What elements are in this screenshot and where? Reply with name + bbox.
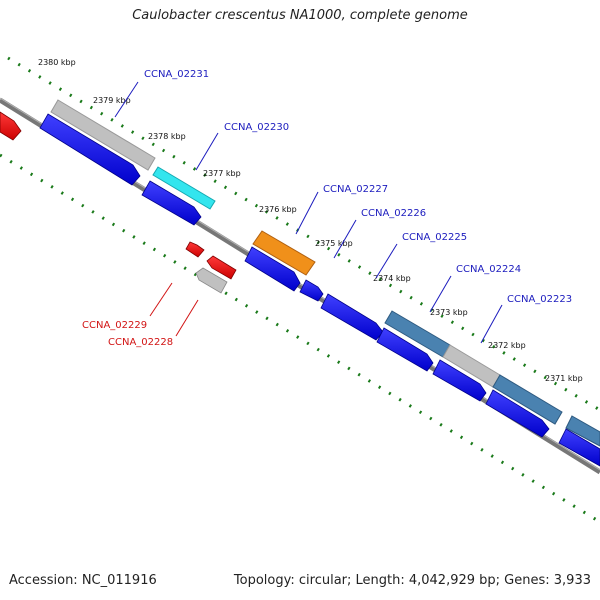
genome-summary-text: Topology: circular; Length: 4,042,929 bp…	[233, 573, 591, 588]
reverse-cds-track	[0, 111, 237, 294]
cds-arrow-02229	[185, 241, 205, 258]
leader-02229	[149, 282, 173, 317]
gene-labels: CCNA_02231 CCNA_02230 CCNA_02227 CCNA_02…	[82, 69, 572, 348]
cds-arrow-02226	[299, 279, 324, 302]
tick-label: 2374 kbp	[373, 274, 411, 283]
cds-arrow-02224b	[432, 359, 487, 402]
gene-label-02224: CCNA_02224	[456, 264, 521, 275]
accession-text: Accession: NC_011916	[9, 573, 157, 588]
cds-arrow-reverse-edge	[0, 111, 22, 141]
highlight-steel-edge	[565, 415, 600, 447]
gene-label-02226: CCNA_02226	[361, 208, 426, 219]
cds-arrow-02227	[244, 246, 301, 292]
gene-label-02230: CCNA_02230	[224, 122, 289, 133]
tick-label: 2378 kbp	[148, 132, 186, 141]
gene-label-02229: CCNA_02229	[82, 320, 147, 331]
cds-arrow-edge	[558, 428, 600, 467]
forward-cds-track	[39, 113, 600, 467]
label-leaders	[114, 81, 503, 344]
gene-label-02227: CCNA_02227	[323, 184, 388, 195]
tick-label: 2372 kbp	[488, 341, 526, 350]
tick-label: 2376 kbp	[259, 205, 297, 214]
gray-arrow-02228	[195, 267, 228, 294]
tick-label: 2371 kbp	[545, 374, 583, 383]
map-title: Caulobacter crescentus NA1000, complete …	[132, 8, 468, 23]
tick-label: 2379 kbp	[93, 96, 131, 105]
highlight-gray-02231	[50, 99, 156, 171]
cds-arrow-02231	[39, 113, 141, 186]
tick-label: 2377 kbp	[203, 169, 241, 178]
gene-label-02225: CCNA_02225	[402, 232, 467, 243]
cds-arrow-02228	[206, 255, 237, 280]
highlight-steel-02223	[492, 374, 563, 425]
leader-02223	[480, 304, 503, 344]
cds-arrow-02225	[320, 293, 384, 341]
cds-arrow-02223	[485, 389, 550, 438]
leader-02230	[195, 132, 219, 171]
tick-label: 2373 kbp	[430, 308, 468, 317]
tick-label: 2375 kbp	[315, 239, 353, 248]
leader-02231	[114, 81, 139, 118]
highlight-bars	[50, 99, 600, 447]
leader-02226	[333, 219, 357, 259]
highlight-cyan-02230	[152, 166, 216, 210]
gene-label-02223: CCNA_02223	[507, 294, 572, 305]
leader-02227	[295, 191, 319, 235]
gene-label-02228: CCNA_02228	[108, 337, 173, 348]
leader-02228	[175, 299, 199, 337]
tick-line-outer	[7, 56, 600, 412]
cds-arrow-02224	[376, 327, 434, 372]
gene-label-02231: CCNA_02231	[144, 69, 209, 80]
cds-arrow-02230	[141, 180, 202, 226]
tick-line-inner	[0, 153, 600, 524]
leader-02225	[375, 243, 398, 279]
leader-02224	[429, 275, 452, 313]
highlight-orange-02227	[252, 230, 316, 276]
tick-label: 2380 kbp	[38, 58, 76, 67]
tick-labels: 2380 kbp 2379 kbp 2378 kbp 2377 kbp 2376…	[38, 58, 583, 383]
